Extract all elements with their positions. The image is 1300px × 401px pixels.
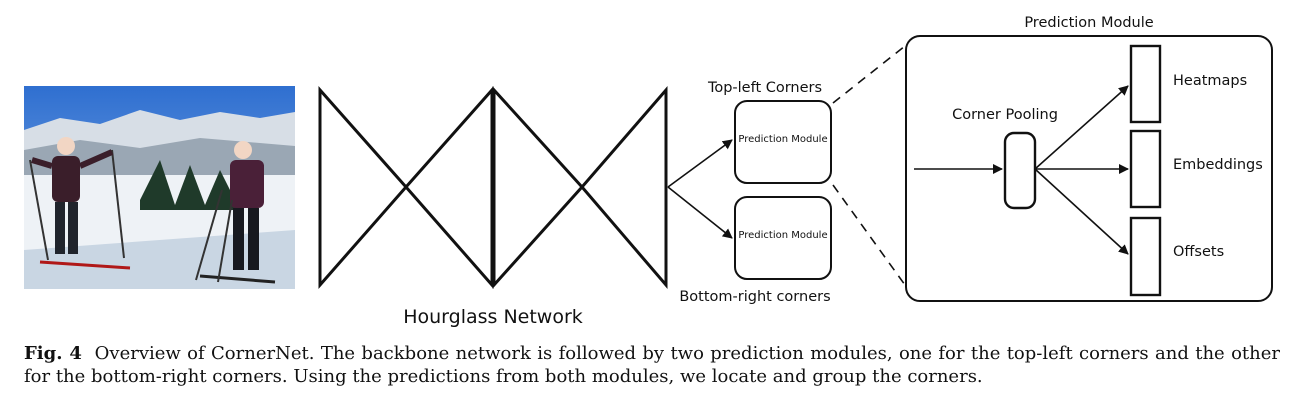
offsets-block (1129, 216, 1162, 297)
embeddings-label: Embeddings (1173, 157, 1263, 173)
hourglass-decoder-1 (403, 86, 494, 289)
corner-pooling-label: Corner Pooling (952, 107, 1058, 123)
arrow-to-offsets (1034, 168, 1129, 255)
hourglass-encoder-2 (492, 86, 585, 289)
bottom-right-corners-label: Bottom-right corners (679, 289, 830, 305)
hourglass-network (318, 85, 668, 290)
arrow-to-heatmaps (1034, 85, 1129, 170)
hourglass-encoder-1 (318, 86, 409, 289)
hourglass-label: Hourglass Network (403, 306, 583, 328)
figure-caption: Fig. 4 Overview of CornerNet. The backbo… (24, 342, 1280, 388)
prediction-module-title: Prediction Module (1024, 15, 1153, 31)
top-prediction-module-label: Prediction Module (738, 134, 827, 145)
figure-label: Fig. 4 (24, 343, 82, 364)
top-left-corners-label: Top-left Corners (707, 80, 822, 96)
hourglass-decoder-2 (580, 85, 668, 290)
heatmaps-label: Heatmaps (1173, 73, 1247, 89)
figure-caption-text: Overview of CornerNet. The backbone netw… (24, 343, 1280, 387)
heatmaps-block (1129, 44, 1162, 124)
offsets-label: Offsets (1173, 244, 1224, 260)
zoom-line-top (832, 45, 906, 104)
bottom-prediction-module (734, 196, 832, 280)
arrow-to-bottom-module (667, 186, 733, 239)
embeddings-block (1129, 129, 1162, 209)
corner-pooling-block (1003, 131, 1037, 210)
bottom-prediction-module-label: Prediction Module (738, 230, 827, 241)
arrow-to-top-module (667, 139, 733, 188)
zoom-line-bottom (832, 184, 906, 286)
top-prediction-module (734, 100, 832, 184)
input-photo (24, 86, 295, 289)
